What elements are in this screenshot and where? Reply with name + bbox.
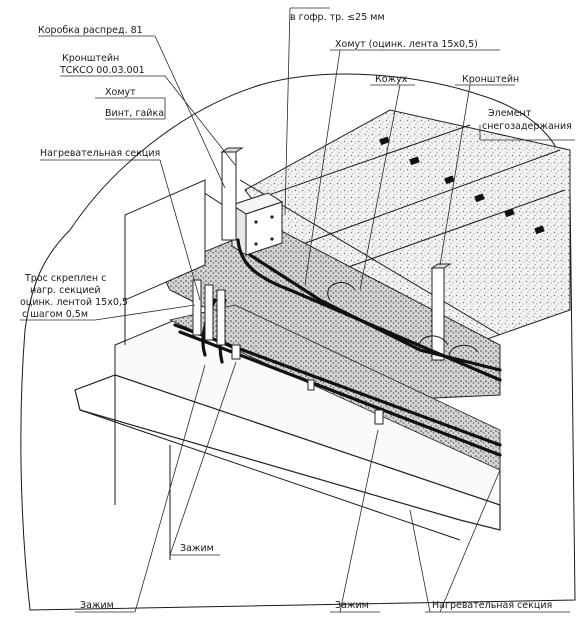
label-casing: Кожух bbox=[375, 74, 408, 85]
label-heating-section-top: Нагревательная секция bbox=[40, 148, 160, 159]
bracket-post-right bbox=[430, 263, 452, 361]
fascia-lower bbox=[79, 409, 461, 541]
wall-face bbox=[124, 179, 206, 301]
snow-rail bbox=[239, 124, 471, 206]
snow-rail bbox=[339, 189, 566, 271]
label-distribution-box: Коробка распред. 81 bbox=[38, 25, 143, 36]
label-clamp-bottom-left: Зажим bbox=[80, 600, 114, 611]
gutter-clamps bbox=[231, 344, 384, 425]
label-clamp-middle: Зажим bbox=[180, 543, 214, 554]
snow-rail-teeth bbox=[379, 136, 545, 235]
leader-lines bbox=[20, 7, 575, 613]
roof-edge bbox=[239, 179, 501, 336]
label-bracket-top: Кронштейн bbox=[62, 53, 119, 64]
label-heating-section-bottom: Нагревательная секция bbox=[432, 600, 552, 611]
label-snow-retention: снегозадержания bbox=[482, 121, 572, 132]
heating-cable-upper bbox=[248, 253, 502, 372]
detail-outline bbox=[20, 73, 576, 611]
label-clamp-bottom-middle: Зажим bbox=[335, 600, 369, 611]
label-clamp-band: Хомут (оцинк. лента 15х0,5) bbox=[335, 39, 478, 50]
label-bracket-right: Кронштейн bbox=[462, 74, 519, 85]
label-snow-element: Элемент bbox=[488, 108, 532, 119]
label-cable-fastened-3: оцинк. лентой 15х0,5 bbox=[20, 297, 128, 308]
label-bracket-code: ТСКСО 00.03.001 bbox=[59, 65, 145, 76]
label-cable-fastened-4: с шагом 0,5м bbox=[22, 309, 88, 320]
gutter-cable bbox=[173, 323, 502, 447]
label-cable-fastened-1: Трос скреплен с bbox=[24, 273, 106, 284]
snow-rail bbox=[299, 149, 561, 246]
label-corrugated-tube: в гофр. тр. ≤25 мм bbox=[290, 12, 385, 23]
label-cable-fastened-2: нагр. секцией bbox=[30, 285, 101, 296]
casing-pipes bbox=[192, 279, 226, 346]
heating-cable-main bbox=[236, 238, 502, 382]
heating-loop bbox=[327, 282, 479, 361]
label-clamp-top: Хомут bbox=[105, 87, 136, 98]
label-screw-nut: Винт, гайка bbox=[105, 108, 164, 119]
bracket-post-left bbox=[220, 147, 244, 241]
